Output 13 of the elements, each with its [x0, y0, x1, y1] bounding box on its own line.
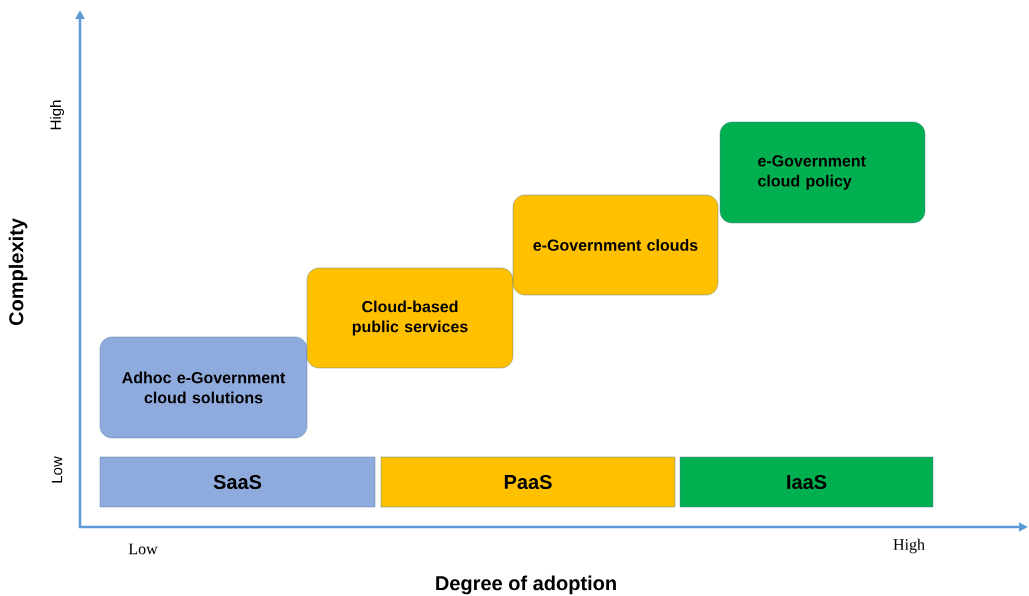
- axis-title: Complexity: [8, 218, 28, 326]
- stage-box: e-Government clouds: [512, 194, 719, 296]
- axis-tick-label: Low: [51, 456, 63, 483]
- service-bar: PaaS: [380, 456, 676, 508]
- stage-box: e-Government cloud policy: [719, 121, 926, 224]
- axis-tick-label: High: [50, 100, 64, 130]
- stage-box: Cloud-based public services: [306, 267, 514, 369]
- stage-box: Adhoc e-Government cloud solutions: [99, 336, 308, 439]
- axis-tick-label: High: [893, 538, 925, 554]
- axis-tick-label: Low: [128, 543, 158, 555]
- axis-title: Degree of adoption: [436, 575, 616, 595]
- service-bar: SaaS: [99, 456, 376, 508]
- service-bar: IaaS: [679, 456, 934, 508]
